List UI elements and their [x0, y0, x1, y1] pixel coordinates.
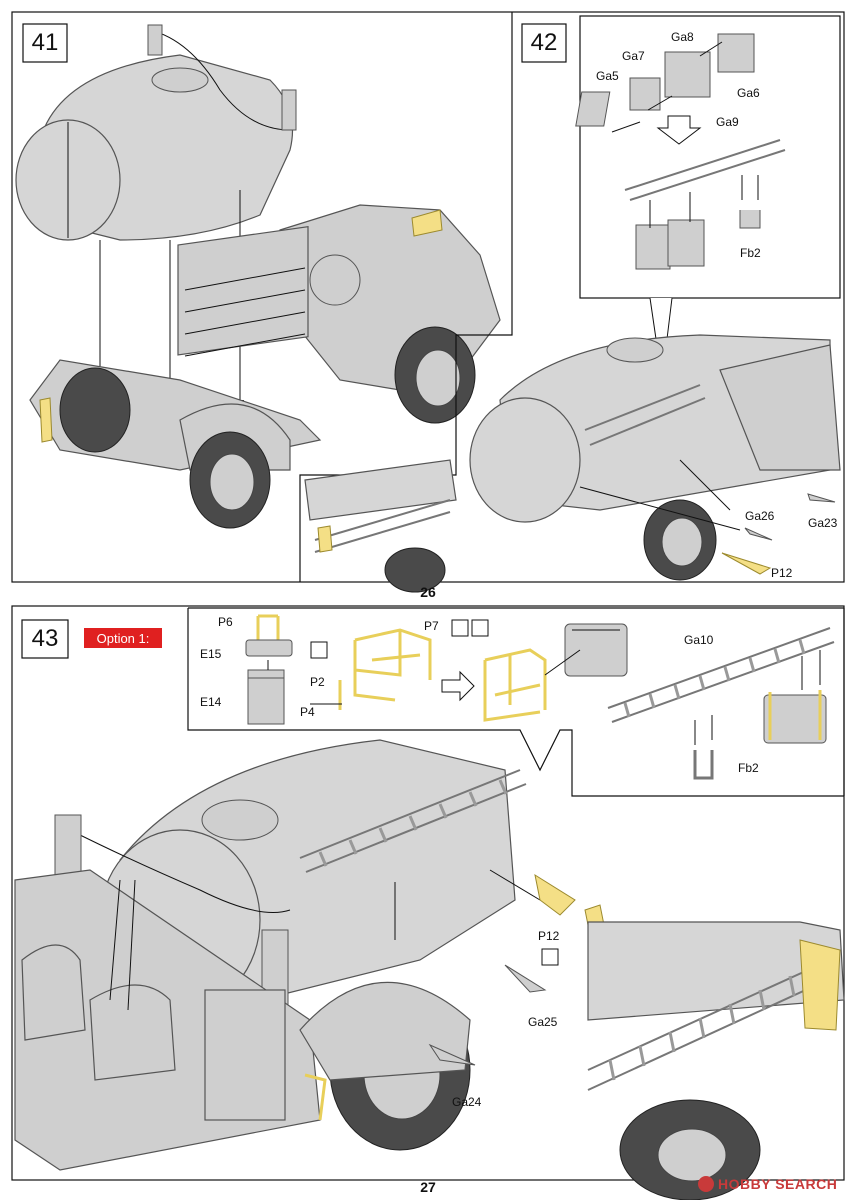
label-p12-step42: P12 [771, 566, 793, 580]
p12-instruction-icon [541, 948, 559, 966]
page-27-illustrations: P6 E15 E14 P2 P4 P7 Ga10 Fb2 P12 Ga25 Ga… [11, 605, 845, 1200]
label-p12-step43: P12 [538, 929, 560, 943]
step42-detail-view [304, 459, 457, 593]
option-badge: Option 1: [84, 628, 162, 648]
watermark-text: HOBBY SEARCH [718, 1176, 838, 1192]
label-p6: P6 [218, 615, 233, 629]
label-ga10: Ga10 [684, 633, 714, 647]
label-ga24: Ga24 [452, 1095, 482, 1109]
label-ga9: Ga9 [716, 115, 739, 129]
step-41-number: 41 [31, 29, 59, 56]
step41-chassis [29, 204, 501, 529]
step43-detail-view [587, 921, 845, 1200]
label-fb2-step42: Fb2 [740, 246, 761, 260]
step42-subassembly [575, 33, 786, 270]
label-ga25: Ga25 [528, 1015, 558, 1029]
label-p4: P4 [300, 705, 315, 719]
page-26-illustrations: Ga5 Ga7 Ga8 Ga6 Ga9 Fb2 Ga26 Ga23 P12 26 [11, 11, 845, 600]
step-43-badge-box [21, 619, 69, 659]
step42-tank-assembly [469, 334, 841, 581]
label-e15: E15 [200, 647, 222, 661]
label-ga8: Ga8 [671, 30, 694, 44]
step41-tank [15, 24, 297, 241]
label-ga26: Ga26 [745, 509, 775, 523]
step43-ladder-subassembly [607, 627, 835, 780]
page-number-27: 27 [420, 1179, 436, 1195]
label-ga7: Ga7 [622, 49, 645, 63]
label-fb2-step43: Fb2 [738, 761, 759, 775]
label-ga23: Ga23 [808, 516, 838, 530]
step-41-badge-box [22, 23, 68, 63]
step-43-number: 43 [31, 625, 59, 652]
step43-main-vehicle [14, 739, 606, 1171]
brand-logo-icon [698, 1176, 714, 1192]
page-27-frame [11, 605, 845, 1181]
label-e14: E14 [200, 695, 222, 709]
label-ga5: Ga5 [596, 69, 619, 83]
label-ga6: Ga6 [737, 86, 760, 100]
label-p2: P2 [310, 675, 325, 689]
step-42-number: 42 [530, 29, 558, 56]
page-number-26: 26 [420, 584, 436, 600]
step42-divider [299, 12, 513, 582]
step-42-badge-box [521, 23, 567, 63]
watermark: HOBBY SEARCH [698, 1174, 837, 1194]
step43-inset-frame [187, 608, 844, 797]
label-p7: P7 [424, 619, 439, 633]
step43-jerrycan-subassembly [245, 614, 628, 725]
